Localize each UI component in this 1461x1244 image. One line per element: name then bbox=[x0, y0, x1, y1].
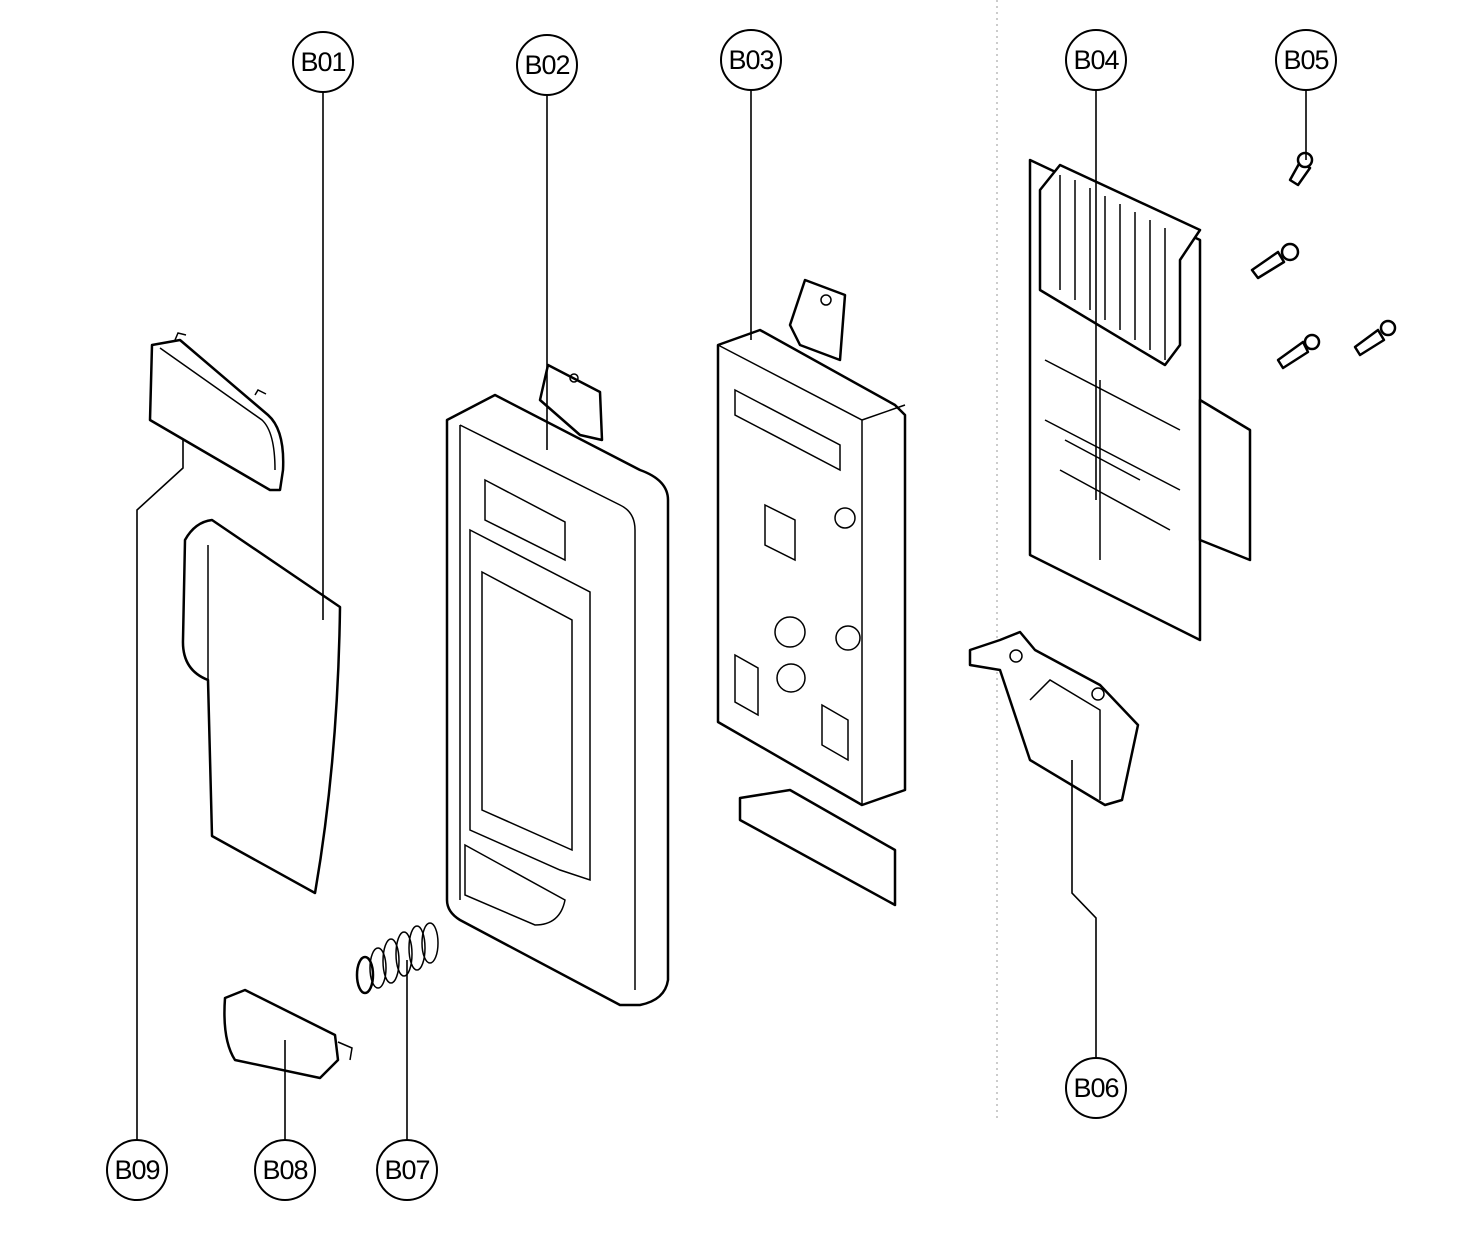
part-b07-spring bbox=[355, 922, 439, 995]
part-b08-button bbox=[223, 988, 353, 1080]
part-b06-bracket bbox=[968, 630, 1140, 807]
svg-text:B05: B05 bbox=[1283, 45, 1328, 75]
svg-text:B08: B08 bbox=[262, 1155, 307, 1185]
leader-lines bbox=[136, 90, 1307, 1140]
callout-b04: B04 bbox=[1065, 29, 1127, 91]
callout-b03: B03 bbox=[720, 29, 782, 91]
svg-text:B07: B07 bbox=[384, 1155, 429, 1185]
svg-text:B06: B06 bbox=[1073, 1073, 1118, 1103]
svg-text:B09: B09 bbox=[114, 1155, 159, 1185]
callout-b05: B05 bbox=[1275, 29, 1337, 91]
callout-b08: B08 bbox=[254, 1139, 316, 1201]
part-b05-screws bbox=[1250, 151, 1397, 370]
svg-text:B04: B04 bbox=[1073, 45, 1119, 75]
callout-b09: B09 bbox=[106, 1139, 168, 1201]
part-b09-cap bbox=[148, 332, 285, 492]
svg-text:B03: B03 bbox=[728, 45, 773, 75]
svg-text:B01: B01 bbox=[300, 47, 345, 77]
part-b03-plate bbox=[716, 278, 907, 907]
callout-b06: B06 bbox=[1065, 1057, 1127, 1119]
callout-b07: B07 bbox=[376, 1139, 438, 1201]
svg-text:B02: B02 bbox=[524, 50, 569, 80]
callout-b01: B01 bbox=[292, 31, 354, 93]
part-b01-panel bbox=[181, 518, 342, 895]
callout-b02: B02 bbox=[516, 34, 578, 96]
part-b02-frame bbox=[445, 363, 670, 1007]
part-b04-pcb bbox=[1028, 158, 1252, 642]
